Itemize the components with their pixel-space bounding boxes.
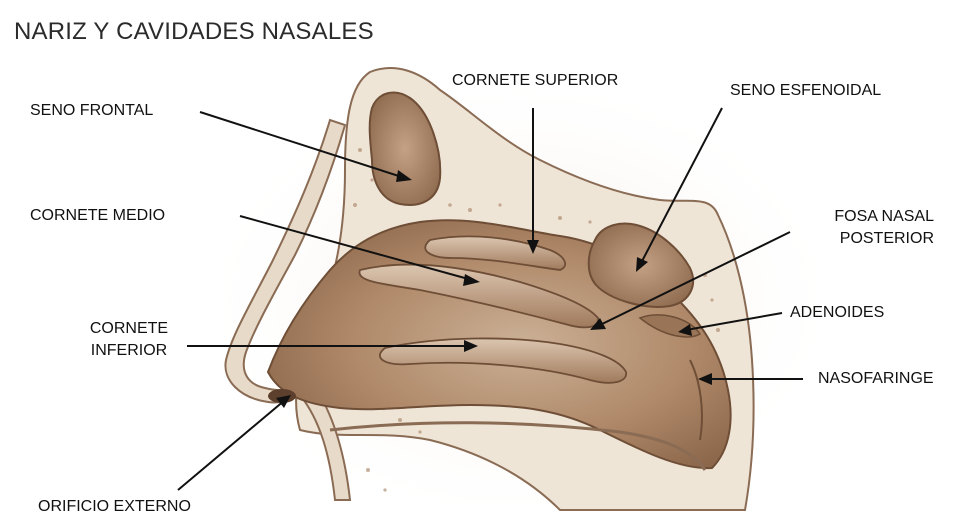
label-cornete-inferior-line1: CORNETE xyxy=(76,318,182,340)
diagram-title: NARIZ Y CAVIDADES NASALES xyxy=(14,18,374,46)
label-seno-frontal: SENO FRONTAL xyxy=(30,100,153,122)
label-fosa-nasal-posterior: FOSA NASAL POSTERIOR xyxy=(800,206,934,250)
label-cornete-inferior: CORNETE INFERIOR xyxy=(76,318,182,362)
label-fosa-nasal-line1: FOSA NASAL xyxy=(800,206,934,228)
label-adenoides: ADENOIDES xyxy=(790,302,884,324)
label-cornete-superior: CORNETE SUPERIOR xyxy=(452,70,618,92)
label-nasofaringe: NASOFARINGE xyxy=(818,368,934,390)
label-seno-esfenoidal: SENO ESFENOIDAL xyxy=(730,80,881,102)
label-orificio-externo: ORIFICIO EXTERNO xyxy=(38,496,191,518)
label-cornete-medio: CORNETE MEDIO xyxy=(30,205,165,227)
label-fosa-nasal-line2: POSTERIOR xyxy=(800,228,934,250)
label-cornete-inferior-line2: INFERIOR xyxy=(76,340,182,362)
